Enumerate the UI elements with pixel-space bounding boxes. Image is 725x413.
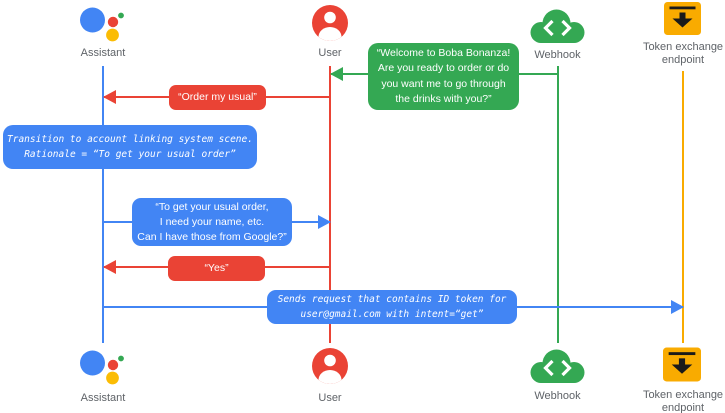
message-line: Can I have those from Google?” — [137, 230, 287, 243]
ask-permission-message: “To get your usual order, I need your na… — [132, 198, 292, 246]
token-endpoint-lifeline — [682, 71, 684, 343]
assistant-lifeline — [102, 66, 104, 343]
assistant-icon — [80, 350, 124, 385]
message-line: “Yes” — [204, 261, 229, 274]
message-line: “Welcome to Boba Bonanza! — [376, 46, 511, 59]
token-endpoint-label: Token exchange endpoint — [642, 389, 724, 413]
user-label: User — [318, 392, 342, 404]
message-line: “Order my usual” — [178, 90, 257, 103]
message-line: Are you ready to order or do — [377, 62, 510, 74]
send-request-message: Sends request that contains ID token for… — [267, 290, 517, 324]
message-line: user@gmail.com with intent=“get” — [300, 309, 484, 320]
webhook-icon — [530, 9, 585, 43]
message-line: Transition to account linking system sce… — [7, 134, 253, 145]
user-label: User — [318, 47, 342, 59]
message-line: Sends request that contains ID token for — [277, 294, 507, 305]
token-exchange-icon — [663, 347, 701, 382]
welcome-message: “Welcome to Boba Bonanza! Are you ready … — [368, 43, 519, 110]
webhook-label: Webhook — [534, 390, 581, 402]
token-exchange-icon — [664, 2, 701, 35]
arrowhead-right-icon — [671, 300, 684, 314]
assistant-icon — [80, 7, 124, 42]
token-endpoint-label: Token exchange endpoint — [642, 41, 724, 66]
arrowhead-right-icon — [318, 215, 331, 229]
message-line: “To get your usual order, — [155, 200, 269, 213]
message-line: you want me to go through — [381, 77, 506, 90]
webhook-label: Webhook — [534, 49, 581, 61]
webhook-lifeline — [557, 66, 559, 343]
user-icon — [312, 5, 348, 41]
arrowhead-left-icon — [103, 260, 116, 274]
assistant-label: Assistant — [80, 47, 126, 59]
user-lifeline — [329, 66, 331, 343]
user-icon — [312, 348, 348, 384]
message-line: Rationale = “To get your usual order” — [24, 149, 236, 160]
message-line: the drinks with you?” — [395, 93, 492, 105]
arrowhead-left-icon — [330, 67, 343, 81]
message-line: I need your name, etc. — [159, 215, 265, 228]
webhook-icon — [530, 349, 585, 383]
yes-message: “Yes” — [168, 256, 265, 281]
order-usual-message: “Order my usual” — [169, 85, 266, 110]
arrowhead-left-icon — [103, 90, 116, 104]
transition-note: Transition to account linking system sce… — [3, 125, 257, 169]
assistant-label: Assistant — [80, 392, 126, 404]
